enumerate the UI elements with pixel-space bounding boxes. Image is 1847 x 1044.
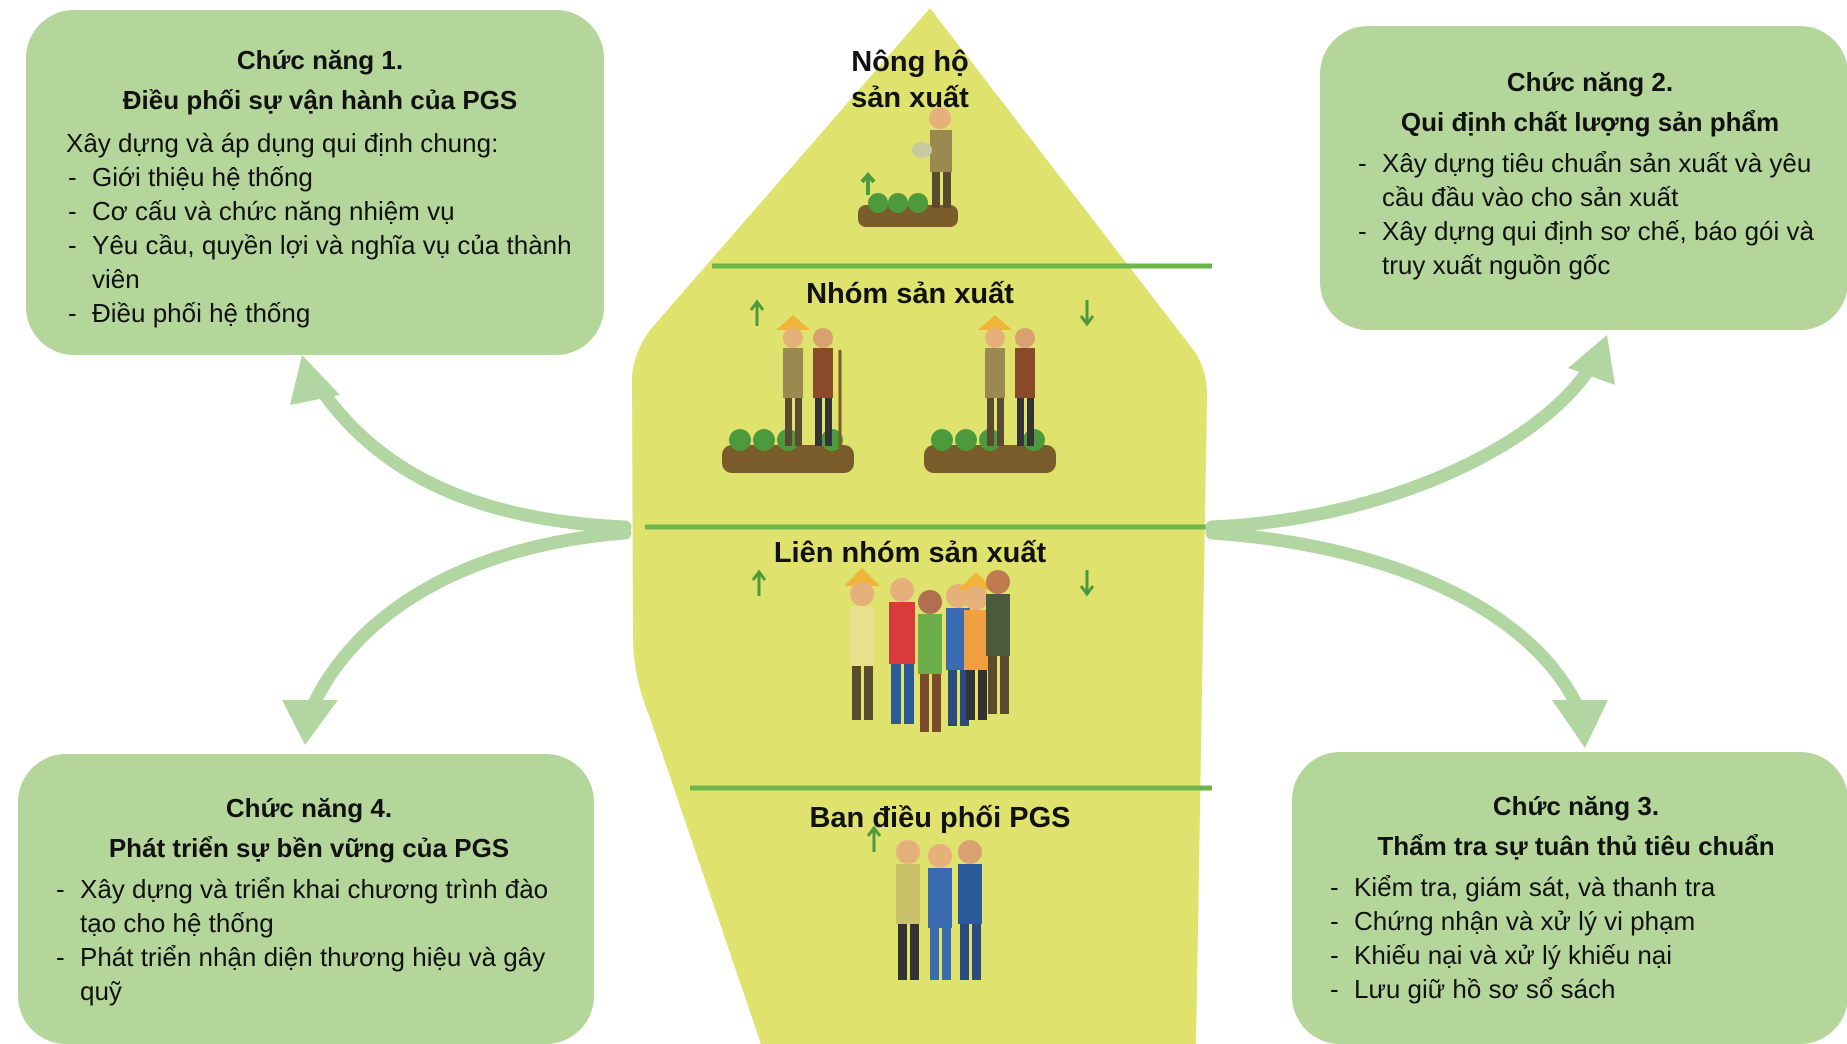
function-3-title: Chức năng 3. [1492,791,1660,821]
people-crowd-icon [844,568,1010,732]
arrowhead-function-2 [1568,335,1615,385]
down-arrow-icon [1079,570,1095,597]
function-4-title: Chức năng 4. [225,793,393,823]
function-3-subtitle: Thẩm tra sự tuân thủ tiêu chuẩn [1377,831,1775,861]
up-arrow-icon [866,825,882,852]
function-2-subtitle: Qui định chất lượng sản phẩm [1400,107,1780,137]
function-4-box: Chức năng 4. Phát triển sự bền vững của … [18,754,594,1044]
list-item: Xây dựng và triển khai chương trình đào … [54,872,564,940]
arrowhead-function-4 [282,700,338,745]
tier-label-group: Nhóm sản xuất [806,278,1014,310]
list-item: Xây dựng tiêu chuẩn sản xuất và yêu cầu … [1356,146,1824,214]
list-item: Phát triển nhận diện thương hiệu và gây … [54,940,564,1008]
coordinators-icon [896,840,982,980]
list-item: Khiếu nại và xử lý khiếu nại [1328,938,1824,972]
arrow-to-function-1 [311,378,632,534]
arrow-to-function-4 [303,526,632,719]
up-arrow-icon [749,299,765,326]
arrowhead-function-3 [1552,700,1608,748]
list-item: Cơ cấu và chức năng nhiệm vụ [66,194,574,228]
function-2-list: Xây dựng tiêu chuẩn sản xuất và yêu cầu … [1356,146,1824,282]
function-1-title: Chức năng 1. [236,45,404,75]
farmer-with-watering-can-icon [858,107,958,227]
list-item: Điều phối hệ thống [66,296,574,330]
function-4-list: Xây dựng và triển khai chương trình đào … [54,872,564,1008]
function-2-title: Chức năng 2. [1506,67,1674,97]
list-item: Lưu giữ hồ sơ sổ sách [1328,972,1824,1006]
tier-label-inter-group: Liên nhóm sản xuất [773,537,1047,569]
list-item: Chứng nhận và xử lý vi phạm [1328,904,1824,938]
down-arrow-icon [1079,300,1095,327]
tier-label-board: Ban điều phối PGS [809,802,1071,834]
list-item: Giới thiệu hệ thống [66,160,574,194]
farmer-pair-icon [722,315,854,473]
function-2-box: Chức năng 2. Qui định chất lượng sản phẩ… [1320,26,1847,330]
function-1-subtitle: Điều phối sự vận hành của PGS [122,85,518,115]
arrow-to-function-2 [1205,361,1597,534]
function-1-list: Giới thiệu hệ thống Cơ cấu và chức năng … [66,160,574,330]
list-item: Yêu cầu, quyền lợi và nghĩa vụ của thành… [66,228,574,296]
function-3-list: Kiểm tra, giám sát, và thanh tra Chứng n… [1328,870,1824,1006]
list-item: Kiểm tra, giám sát, và thanh tra [1328,870,1824,904]
list-item: Xây dựng qui định sơ chế, báo gói và tru… [1356,214,1824,282]
up-arrow-icon [751,569,767,596]
function-3-box: Chức năng 3. Thẩm tra sự tuân thủ tiêu c… [1292,752,1847,1044]
function-4-subtitle: Phát triển sự bền vững của PGS [108,833,510,863]
function-1-intro: Xây dựng và áp dụng qui định chung: [66,128,499,158]
farmer-pair-icon [924,315,1056,473]
function-1-box: Chức năng 1. Điều phối sự vận hành của P… [26,10,604,355]
tier-label-farmer: Nông hộ sản xuất [851,46,969,114]
arrowhead-function-1 [290,355,340,405]
arrow-to-function-3 [1205,526,1587,719]
